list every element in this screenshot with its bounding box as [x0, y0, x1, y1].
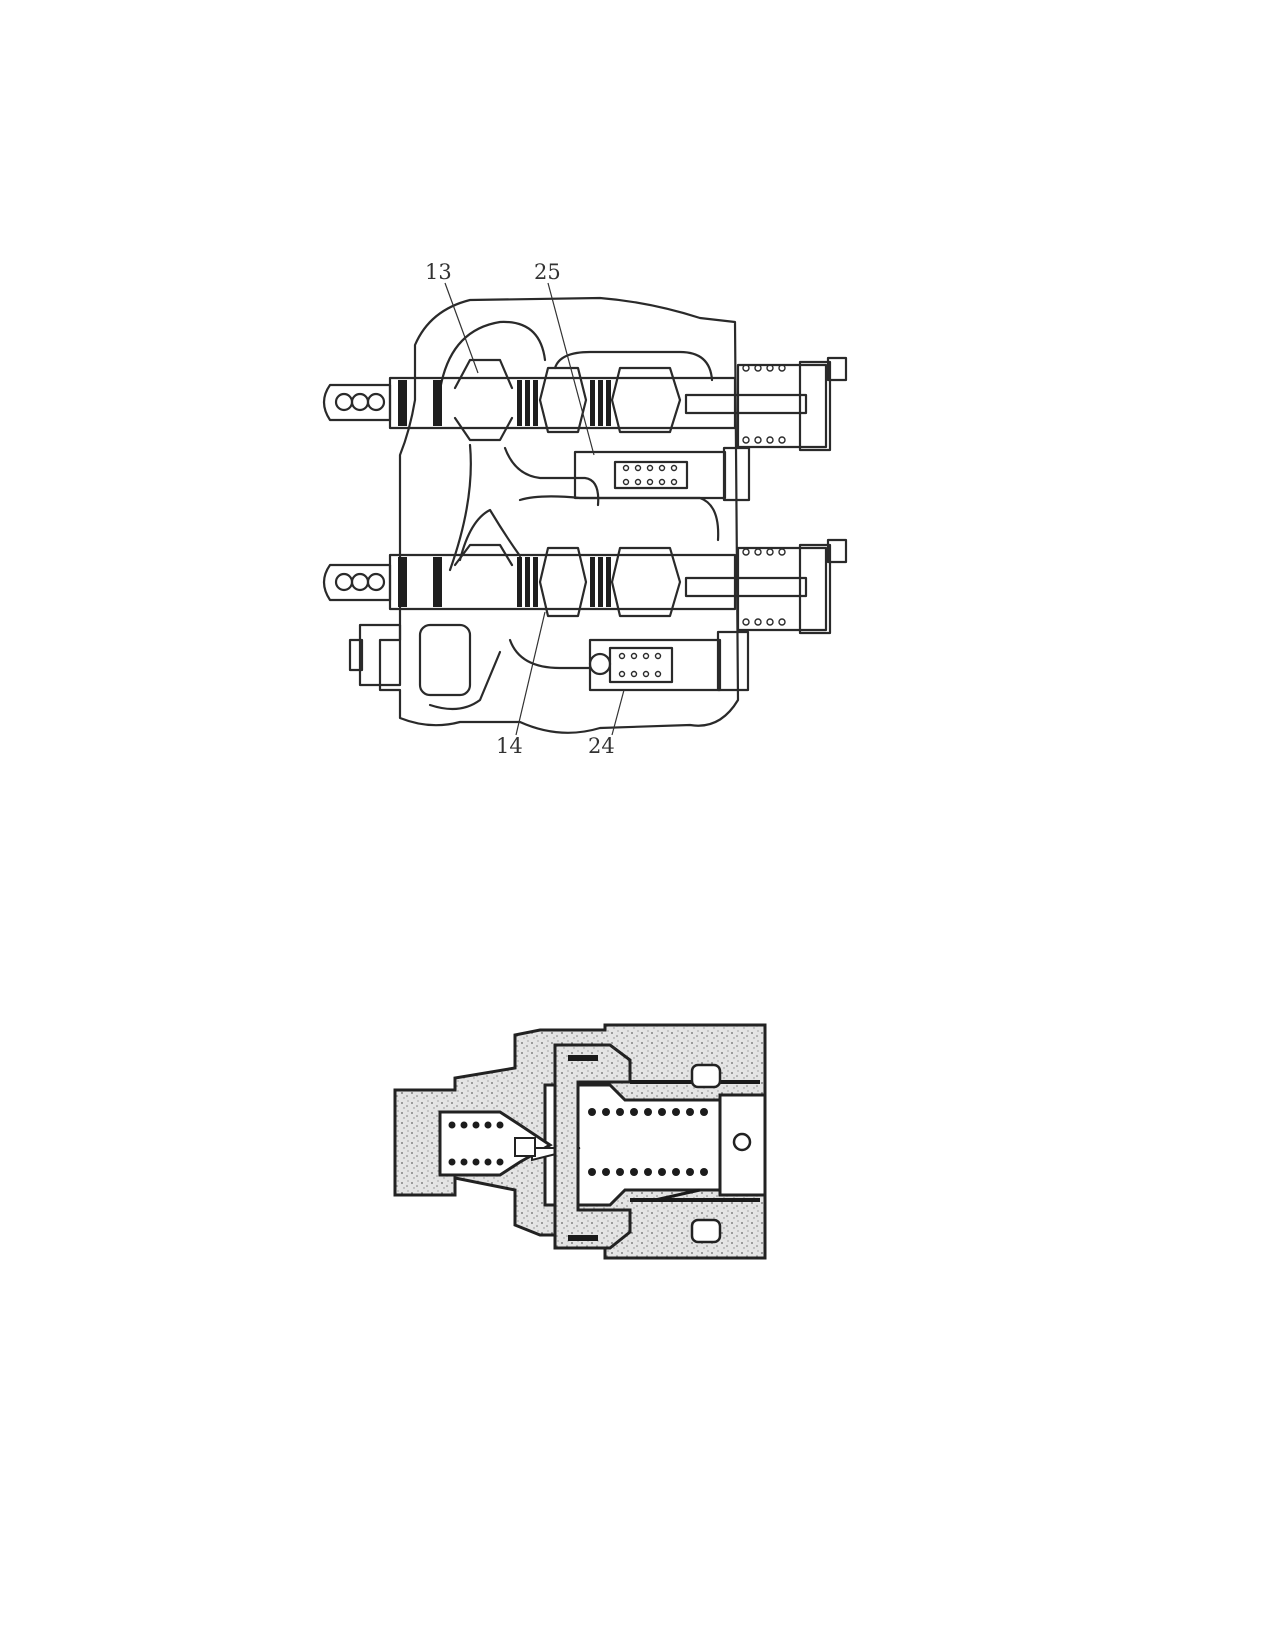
callout-24: 24 — [588, 734, 615, 758]
lower-spring-coils-icon — [742, 548, 786, 626]
callout-13: 13 — [425, 260, 452, 284]
bottom-relief-spring-icon — [618, 652, 662, 678]
main-spring-coils-icon — [588, 1108, 708, 1176]
upper-spring-coils-icon — [742, 364, 786, 444]
callout-25: 25 — [534, 260, 561, 284]
callout-14: 14 — [496, 734, 523, 758]
pilot-spring-coils-icon — [448, 1121, 504, 1166]
relief-spring-coils-icon — [622, 464, 678, 486]
